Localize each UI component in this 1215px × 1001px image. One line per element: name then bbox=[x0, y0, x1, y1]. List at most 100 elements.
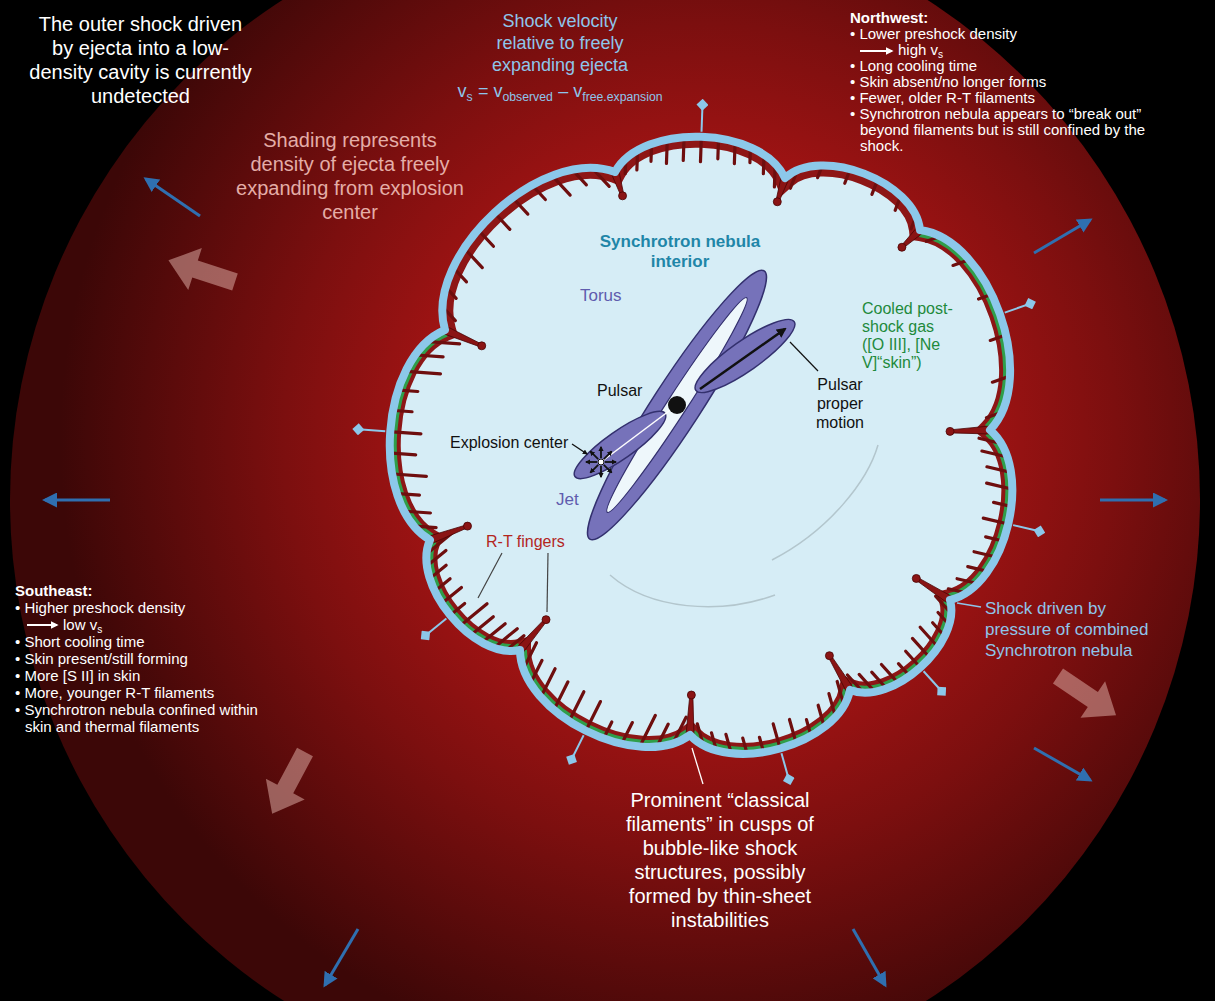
synchrotron-nebula-label-box: Synchrotron nebula interior bbox=[595, 232, 765, 272]
leader-line bbox=[547, 553, 548, 612]
expansion-arrow bbox=[1100, 499, 1165, 502]
classical-filament bbox=[686, 695, 694, 735]
expansion-arrow bbox=[853, 929, 885, 985]
explosion-point bbox=[598, 459, 604, 465]
motion-path bbox=[601, 405, 677, 462]
velocity-formula: vs= vobserved– vfree.expansion bbox=[420, 80, 700, 108]
region-heading-box: Northwest: bbox=[850, 10, 1170, 26]
shock-velocity-arrow bbox=[1013, 525, 1039, 531]
nebula-figure bbox=[358, 105, 1039, 780]
torus-label-box: Torus bbox=[580, 286, 640, 306]
jet-outline bbox=[574, 411, 666, 479]
jet-label: Jet bbox=[556, 490, 596, 510]
leader-line bbox=[572, 444, 587, 454]
expansion-arrows bbox=[45, 179, 1165, 985]
bullet-item: • Synchrotron nebula confined within ski… bbox=[15, 701, 277, 735]
shock-velocity-arrow bbox=[1005, 304, 1030, 313]
shock-velocity-arrow bbox=[358, 429, 385, 431]
bullet-item-box: • More, younger R-T filaments bbox=[15, 684, 277, 701]
bullet-item: • Lower preshock density bbox=[850, 26, 1170, 42]
formula-subscript: free.expansion bbox=[582, 90, 662, 104]
star-ray bbox=[590, 451, 598, 459]
star-ray bbox=[600, 447, 602, 458]
component-label: Pulsar bbox=[597, 381, 657, 400]
shock-velocity-arrow bbox=[425, 618, 446, 635]
jet-symbol bbox=[687, 309, 803, 402]
region-heading-box: Southeast: bbox=[15, 582, 277, 599]
filament-band bbox=[390, 137, 1013, 754]
filament-knot bbox=[912, 574, 920, 582]
region-heading: Northwest: bbox=[850, 10, 1170, 26]
shock-velocity-arrow bbox=[572, 735, 584, 759]
ejecta-region: TorusJetSynchrotron nebula interiorShadi… bbox=[10, 0, 1200, 1001]
star-ray bbox=[604, 451, 612, 459]
outer-shock-note: The outer shock driven by ejecta into a … bbox=[28, 12, 253, 108]
star-ray bbox=[600, 466, 602, 477]
component-label-box: Pulsar proper motion bbox=[800, 375, 880, 432]
expansion-arrow bbox=[1034, 748, 1090, 780]
component-label: Pulsar proper motion bbox=[800, 375, 880, 432]
component-label: Explosion center bbox=[450, 433, 580, 452]
classical-filament bbox=[443, 326, 482, 347]
bullet-item: • Fewer, older R-T filaments bbox=[850, 90, 1170, 106]
jet-symbol bbox=[567, 402, 673, 488]
bullet-item-box: • Synchrotron nebula appears to “break o… bbox=[850, 106, 1150, 154]
shock-velocity-arrow bbox=[701, 105, 704, 132]
leader-line bbox=[957, 603, 981, 607]
filament-knot bbox=[464, 522, 472, 530]
filament-knot bbox=[542, 616, 550, 624]
bullet-item-box: • Lower preshock density bbox=[850, 26, 1170, 42]
pale-arrow bbox=[253, 742, 325, 824]
component-label-box: Pulsar bbox=[597, 381, 657, 400]
explosion-star bbox=[586, 447, 616, 477]
bullet-item: • More [S II] in skin bbox=[15, 667, 277, 684]
jet-label-box: Jet bbox=[556, 490, 596, 510]
callout-note: Prominent “classical filaments” in cusps… bbox=[612, 788, 828, 932]
bullet-item-box: • Short cooling time bbox=[15, 633, 277, 650]
shock-velocity-arrow bbox=[924, 671, 942, 691]
bullet-item: • Skin absent/no longer forms bbox=[850, 74, 1170, 90]
star-ray bbox=[586, 461, 597, 463]
synchrotron-nebula-label: Synchrotron nebula interior bbox=[595, 232, 765, 272]
bullet-item-box: • Skin absent/no longer forms bbox=[850, 74, 1170, 90]
torus-hole bbox=[599, 292, 755, 518]
filament-knot bbox=[773, 198, 781, 206]
pale-arrow bbox=[162, 239, 242, 302]
nebula-interior bbox=[390, 137, 1013, 754]
classical-filament bbox=[950, 426, 990, 434]
implies-arrow bbox=[27, 624, 57, 626]
torus-label: Torus bbox=[580, 286, 640, 306]
nebula-shock bbox=[390, 137, 1013, 754]
formula-symbol: = v bbox=[478, 81, 503, 101]
jet: Jet bbox=[574, 411, 666, 479]
formula-symbol: v bbox=[457, 81, 466, 101]
pulsar-dot bbox=[668, 396, 686, 414]
bullet-item-box: • Synchrotron nebula confined within ski… bbox=[15, 701, 277, 735]
filament-knot bbox=[687, 691, 695, 699]
bullet-item-box: • Skin present/still forming bbox=[15, 650, 277, 667]
formula-subscript: observed bbox=[503, 90, 553, 104]
implies-arrow bbox=[860, 50, 892, 52]
bullet-item: low v bbox=[63, 616, 97, 633]
shock-velocity-arrow bbox=[781, 753, 788, 779]
outer-shock-note-box: The outer shock driven by ejecta into a … bbox=[28, 12, 253, 108]
filament-knot bbox=[619, 192, 627, 200]
component-label-box: Shock driven by pressure of combined Syn… bbox=[985, 598, 1170, 661]
leader-line bbox=[692, 748, 703, 784]
component-label-box: Cooled post-shock gas ([O III], [Ne V]“s… bbox=[862, 300, 958, 372]
component-label: Cooled post-shock gas ([O III], [Ne V]“s… bbox=[862, 300, 958, 372]
formula-subscript: s bbox=[97, 624, 102, 635]
jet-symbol bbox=[687, 309, 803, 402]
filament-knot bbox=[946, 427, 954, 435]
formula-symbol: – v bbox=[558, 81, 582, 101]
field-curve bbox=[772, 445, 878, 560]
region-heading: Southeast: bbox=[15, 582, 277, 599]
component-label: R-T fingers bbox=[486, 532, 576, 551]
star-ray bbox=[605, 461, 616, 463]
component-label: Shock driven by pressure of combined Syn… bbox=[985, 598, 1170, 661]
bullet-item-box: • Long cooling time bbox=[850, 58, 1170, 74]
leader-line bbox=[790, 342, 818, 371]
shock-velocity-note-box: Shock velocity relative to freely expand… bbox=[472, 10, 648, 76]
